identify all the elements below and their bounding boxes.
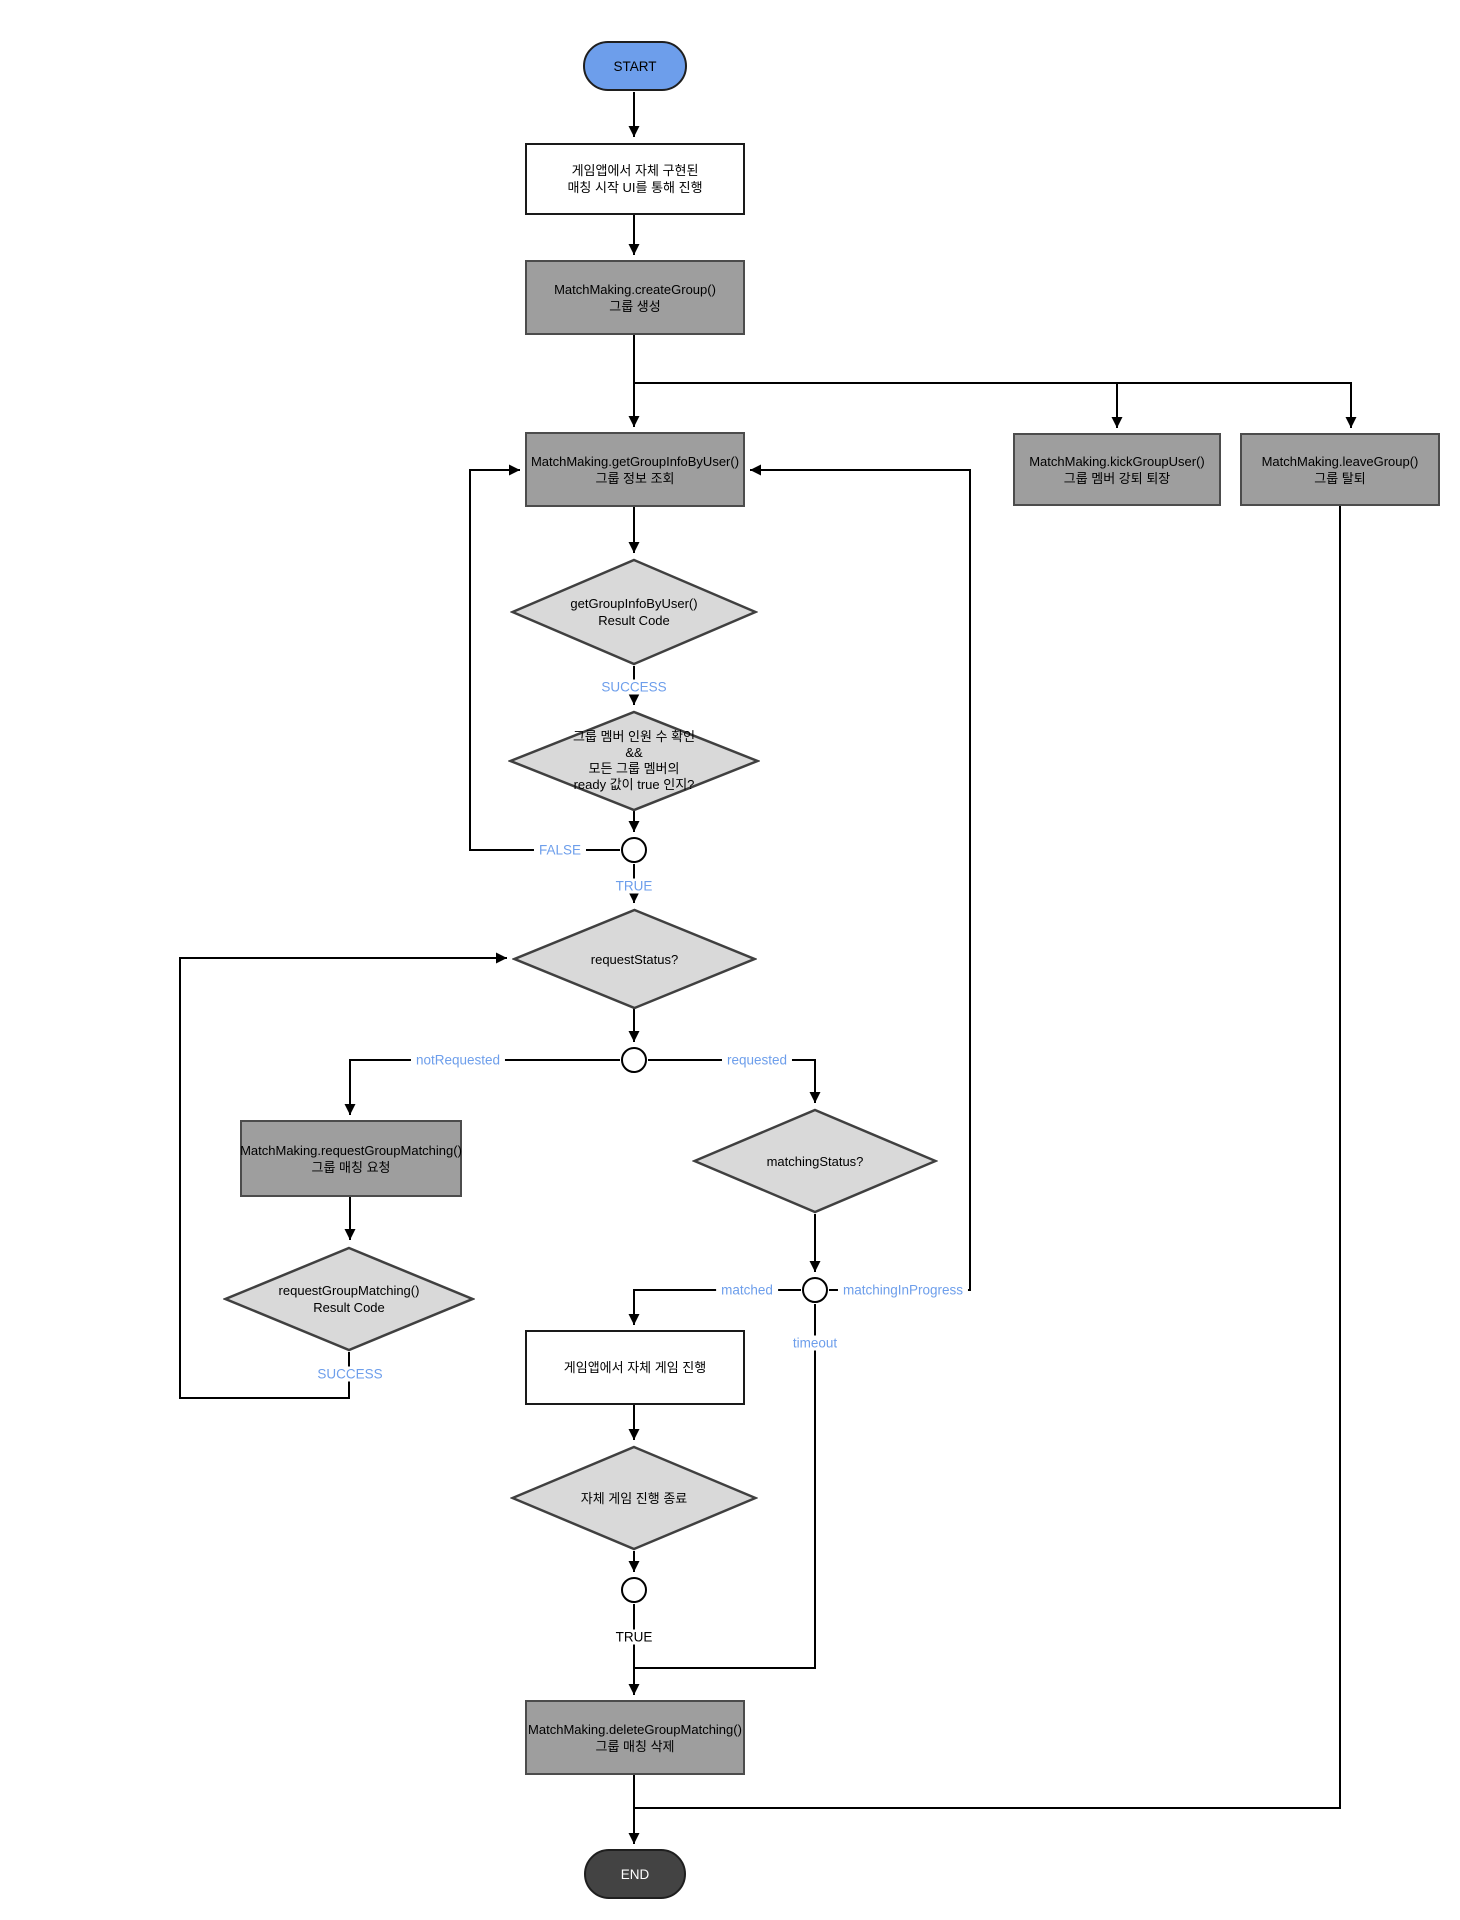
request-status-decision: requestStatus? (512, 908, 757, 1010)
kick-group-user-line1: MatchMaking.kickGroupUser() (1029, 453, 1205, 469)
matching-status-label: matchingStatus? (766, 1153, 864, 1169)
edge-label-notrequested: notRequested (410, 1052, 506, 1068)
game-end-label: 자체 게임 진행 종료 (580, 1490, 688, 1506)
start-label: START (613, 58, 657, 74)
matching-status-junction (802, 1277, 828, 1303)
matching-status-decision: matchingStatus? (692, 1108, 938, 1214)
matching-ui-line1: 게임앱에서 자체 구현된 (571, 163, 699, 178)
ready-check-line1: 그룹 멤버 인원 수 확인 (572, 729, 696, 744)
game-play-label: 게임앱에서 자체 게임 진행 (563, 1360, 707, 1375)
edge-branch-to-kick (634, 382, 1123, 428)
edge-label-false: FALSE (533, 842, 587, 858)
ready-check-junction (621, 837, 647, 863)
delete-group-matching-line2: 그룹 매칭 삭제 (595, 1738, 675, 1754)
game-play-step: 게임앱에서 자체 게임 진행 (525, 1330, 745, 1405)
request-group-matching-line1: MatchMaking.requestGroupMatching() (240, 1142, 462, 1158)
ready-check-decision: 그룹 멤버 인원 수 확인 && 모든 그룹 멤버의 ready 값이 true… (508, 710, 760, 812)
edge-label-true: TRUE (610, 878, 658, 894)
edge-label-success-getinfo: SUCCESS (596, 679, 672, 695)
delete-group-matching-step: MatchMaking.deleteGroupMatching() 그룹 매칭 … (525, 1700, 745, 1775)
create-group-line2: 그룹 생성 (609, 298, 661, 314)
request-matching-result-decision: requestGroupMatching() Result Code (223, 1246, 475, 1352)
leave-group-line2: 그룹 탈퇴 (1314, 470, 1366, 486)
game-end-junction (621, 1577, 647, 1603)
request-group-matching-line2: 그룹 매칭 요청 (311, 1159, 391, 1175)
edge-label-requested: requested (721, 1052, 793, 1068)
game-end-decision: 자체 게임 진행 종료 (510, 1445, 758, 1551)
edge-label-timeout: timeout (787, 1335, 843, 1351)
ready-check-line4: ready 값이 true 인지? (573, 777, 695, 792)
get-group-info-line1: MatchMaking.getGroupInfoByUser() (530, 453, 740, 469)
create-group-step: MatchMaking.createGroup() 그룹 생성 (525, 260, 745, 335)
request-status-junction (621, 1047, 647, 1073)
request-group-matching-step: MatchMaking.requestGroupMatching() 그룹 매칭… (240, 1120, 462, 1197)
kick-group-user-step: MatchMaking.kickGroupUser() 그룹 멤버 강퇴 퇴장 (1013, 433, 1221, 506)
get-info-result-decision: getGroupInfoByUser() Result Code (510, 558, 758, 666)
get-group-info-line2: 그룹 정보 조회 (595, 470, 675, 486)
request-matching-result-line1: requestGroupMatching() (278, 1283, 420, 1298)
get-group-info-step: MatchMaking.getGroupInfoByUser() 그룹 정보 조… (525, 432, 745, 507)
matching-ui-line2: 매칭 시작 UI를 통해 진행 (567, 180, 703, 195)
request-matching-result-line2: Result Code (313, 1300, 385, 1315)
kick-group-user-line2: 그룹 멤버 강퇴 퇴장 (1063, 470, 1171, 486)
end-terminal: END (584, 1849, 686, 1899)
ready-check-line3: 모든 그룹 멤버의 (588, 761, 680, 776)
edge-requested (648, 1059, 821, 1103)
ready-check-line2: && (625, 745, 643, 760)
edge-leave-loop (634, 506, 1341, 1809)
create-group-line1: MatchMaking.createGroup() (554, 281, 716, 297)
edge-label-matched: matched (716, 1282, 778, 1298)
request-status-label: requestStatus? (590, 951, 679, 967)
edge-label-matchinginprogress: matchingInProgress (837, 1282, 969, 1298)
matching-ui-step: 게임앱에서 자체 구현된 매칭 시작 UI를 통해 진행 (525, 143, 745, 215)
edge-branch-to-leave (1117, 382, 1357, 428)
edge-label-success-request: SUCCESS (312, 1366, 388, 1382)
edge-timeout (634, 1304, 816, 1669)
edge-label-game-end-true: TRUE (610, 1629, 658, 1645)
end-label: END (620, 1866, 650, 1882)
delete-group-matching-line1: MatchMaking.deleteGroupMatching() (528, 1721, 742, 1737)
get-info-result-line1: getGroupInfoByUser() (570, 596, 698, 611)
get-info-result-line2: Result Code (598, 613, 670, 628)
leave-group-step: MatchMaking.leaveGroup() 그룹 탈퇴 (1240, 433, 1440, 506)
leave-group-line1: MatchMaking.leaveGroup() (1261, 453, 1419, 469)
start-terminal: START (583, 41, 687, 91)
edge-success-loop (179, 952, 507, 1399)
edge-notrequested (344, 1059, 620, 1115)
